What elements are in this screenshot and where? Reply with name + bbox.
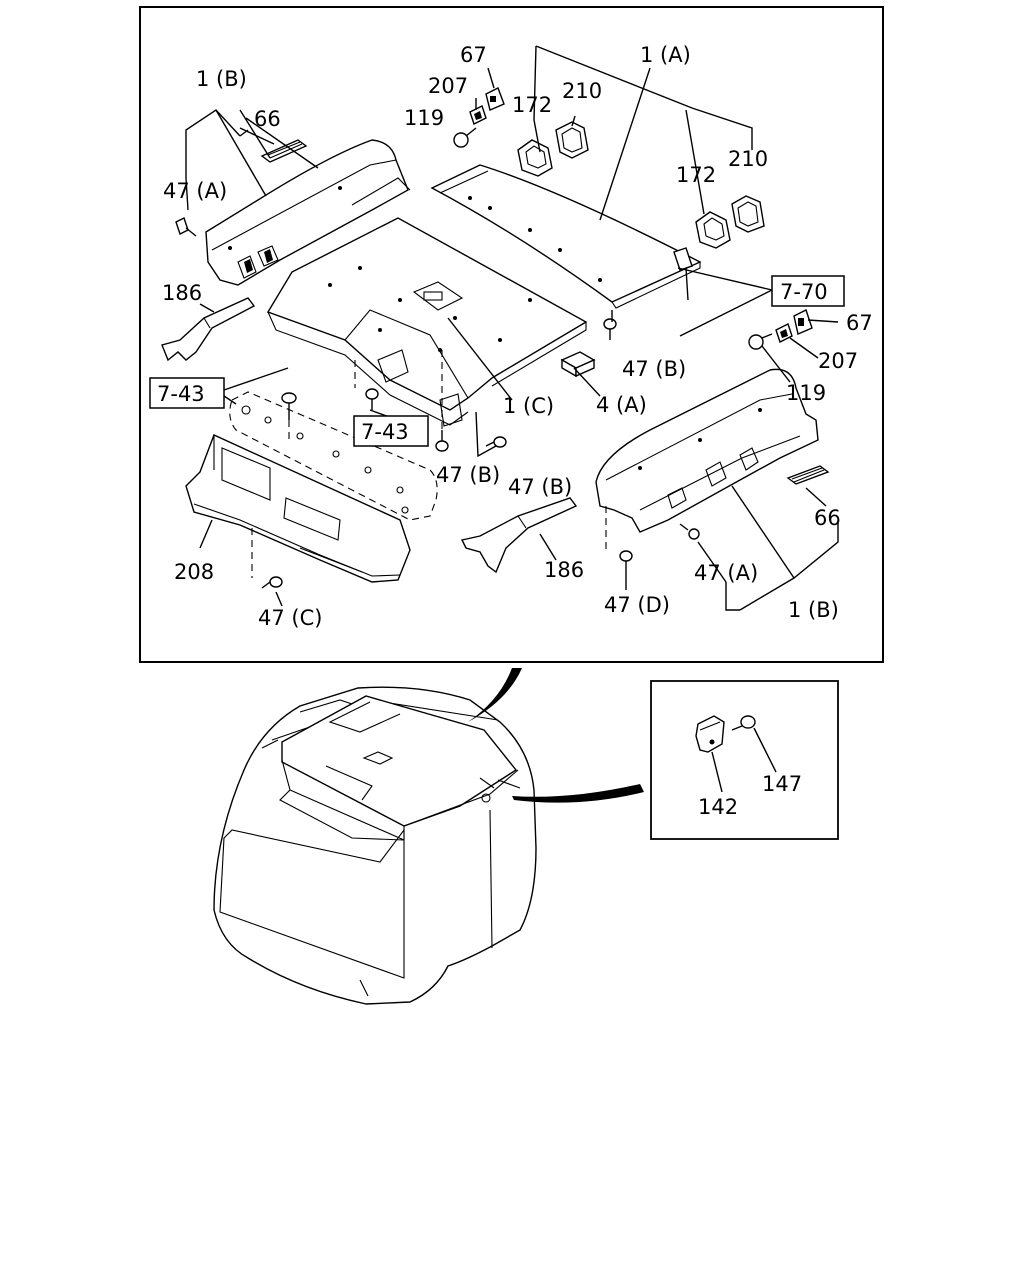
callout-186-right: 186 [544, 558, 584, 582]
ring-210-b [731, 195, 765, 233]
callout-207-right: 207 [818, 349, 858, 373]
ref-box-7-43-a [149, 377, 225, 409]
side-trim-1b-left [205, 139, 411, 286]
callout-4a: 4 (A) [596, 393, 647, 417]
ref-7-43-a: 7-43 [157, 382, 205, 406]
callout-47d: 47 (D) [604, 593, 670, 617]
swoosh-connector-top [468, 668, 522, 722]
main-diagram-frame [139, 6, 884, 663]
ref-box-7-43-b [353, 415, 429, 447]
callout-119-right: 119 [786, 381, 826, 405]
grille-66-left [260, 139, 308, 163]
callout-47c: 47 (C) [258, 606, 322, 630]
screw-47b-mid [435, 430, 449, 452]
side-trim-1b-right [595, 368, 819, 533]
callout-172-a: 172 [512, 93, 552, 117]
clip-67-right [793, 309, 813, 335]
ring-172-a [517, 139, 553, 177]
callout-119-top: 119 [404, 106, 444, 130]
leader-147 [753, 727, 777, 773]
screw-119-right [748, 333, 773, 350]
nut-207-right [775, 323, 793, 343]
callout-47b-low: 47 (B) [508, 475, 572, 499]
bracket-142 [695, 715, 725, 753]
callout-142: 142 [698, 795, 738, 819]
screw-147 [731, 715, 756, 731]
callout-208: 208 [174, 560, 214, 584]
inset-detail-frame [650, 680, 839, 840]
ref-7-70: 7-70 [780, 280, 828, 304]
callout-210-a: 210 [562, 79, 602, 103]
shelf-panel-1c [266, 217, 588, 427]
swoosh-connector-side-line [497, 779, 521, 789]
callout-47a-right: 47 (A) [694, 561, 758, 585]
tray-208 [185, 434, 411, 583]
dashed-panel [229, 391, 438, 521]
swoosh-connector-side [512, 784, 644, 803]
callout-47a-left: 47 (A) [163, 179, 227, 203]
brace-186-right [460, 497, 578, 574]
ring-172-b [695, 211, 731, 249]
screw-47c [261, 576, 283, 589]
screw-47a-left [175, 217, 197, 237]
callout-210-b: 210 [728, 147, 768, 171]
callout-47b-right: 47 (B) [622, 357, 686, 381]
callout-207-top: 207 [428, 74, 468, 98]
callout-186-left: 186 [162, 281, 202, 305]
screw-47b-right [603, 318, 617, 340]
callout-1b-bottom: 1 (B) [788, 598, 839, 622]
leader-142 [711, 751, 723, 793]
grille-66-right [786, 465, 830, 485]
callout-172-b: 172 [676, 163, 716, 187]
callout-67-top: 67 [460, 43, 487, 67]
ring-210-a [555, 121, 589, 159]
screw-47d [619, 550, 633, 572]
callout-67-right: 67 [846, 311, 873, 335]
screw-7-43-b [365, 388, 379, 410]
cab-overview [213, 686, 537, 1005]
screw-47a-right [679, 523, 700, 540]
screw-47b-low [485, 436, 507, 448]
callout-66-left: 66 [254, 107, 281, 131]
ref-box-7-70 [771, 275, 845, 307]
clip-67-top [485, 87, 505, 111]
leader-lines [185, 45, 839, 611]
brace-186-left [161, 297, 256, 362]
bracket-7-70 [673, 247, 693, 301]
screw-7-43-a [281, 392, 297, 420]
callout-1a: 1 (A) [640, 43, 691, 67]
nut-207-top [469, 105, 487, 125]
screw-119-top [453, 127, 477, 148]
ref-7-43-b: 7-43 [361, 420, 409, 444]
callout-47b-mid: 47 (B) [436, 463, 500, 487]
callout-1b-top: 1 (B) [196, 67, 247, 91]
block-4a [560, 351, 596, 378]
shelf-board-1a [430, 164, 702, 309]
callout-66-right: 66 [814, 506, 841, 530]
callout-147: 147 [762, 772, 802, 796]
callout-1c: 1 (C) [503, 394, 554, 418]
